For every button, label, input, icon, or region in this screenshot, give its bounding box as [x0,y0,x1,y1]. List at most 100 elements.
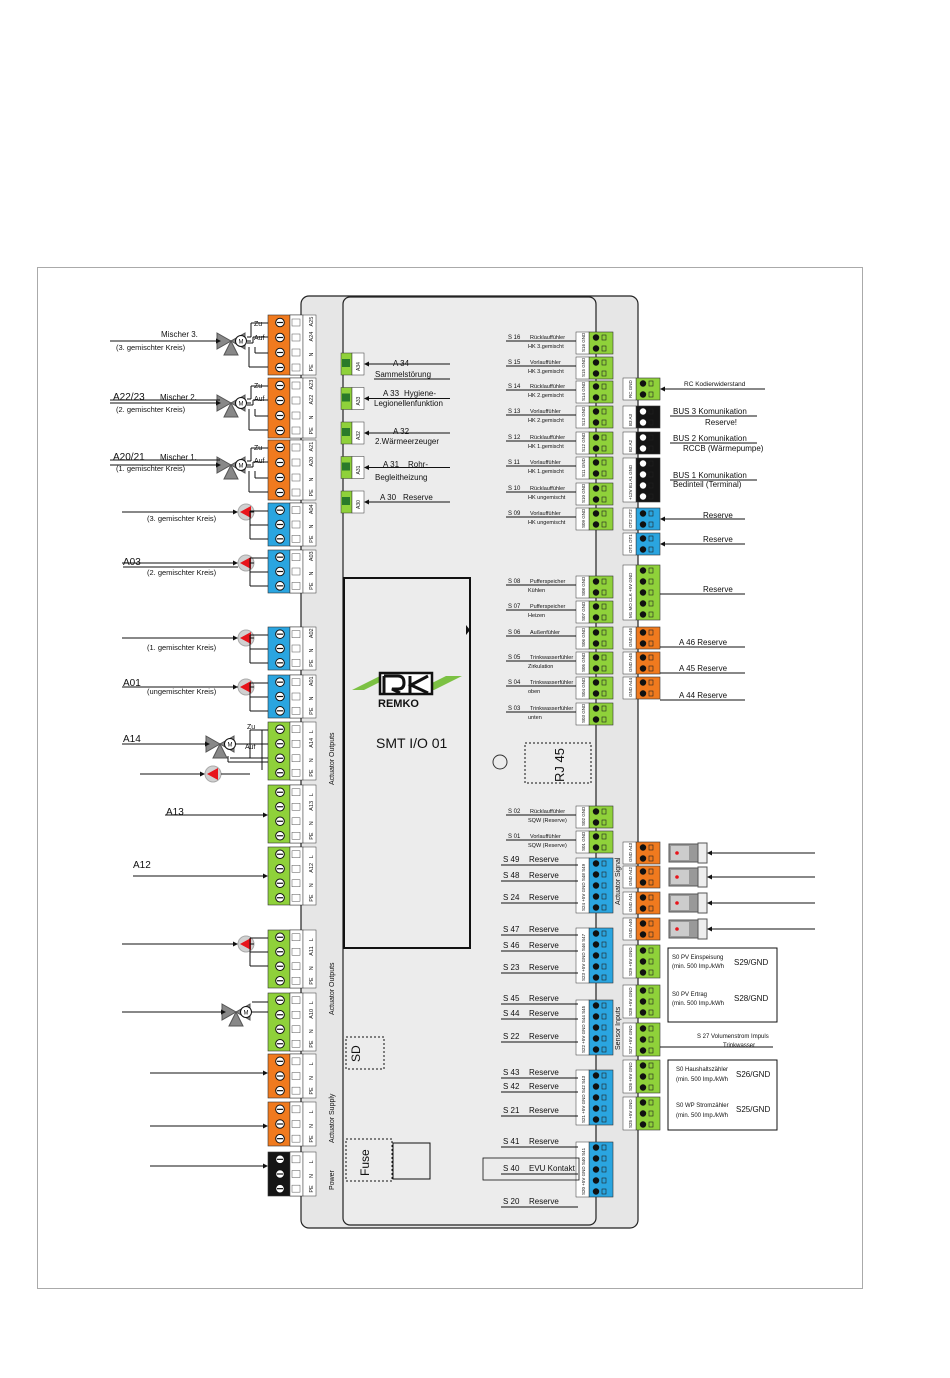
sensor-bot-block-3-pin [601,1083,607,1090]
mischer1-sub: (1. gemischter Kreis) [116,464,186,473]
sensor-bot-block-3-pin [601,1072,607,1079]
s29-label: S29/GND [734,958,768,967]
block-a02-pin [291,630,301,638]
sensor-top-7-term: S09 GND [581,508,586,528]
arrow-a14b-head [200,771,205,777]
s0pv1-label: S0 PV Einspeisung [672,955,723,961]
a33-text2: Legionellenfunktion [374,399,443,408]
imp-block-3-pin [648,1062,654,1069]
sensor-bot-block-3-pin [601,1094,607,1101]
sensor-top-2-pin [601,383,607,390]
sensor-bot-code-9: S 43 [503,1068,520,1077]
a33-text: Hygiene- [404,389,436,398]
block-supply-2-pin [291,1134,301,1143]
block-a01-term: A01 [309,676,315,686]
block-power-term: L [309,1160,315,1163]
block-a20-21-term: A21 [309,442,315,452]
sensor-mid-6-strip [575,805,590,829]
sensor-top-7-pin [601,510,607,517]
mbus-block-pin [648,578,654,585]
sensor-top-0-term: S16 GND [581,332,586,352]
imp-block-4-screw [639,1121,647,1128]
valve-mischer1-motor [235,459,247,471]
m2-zu: Zu [254,383,262,390]
block-a04-pin [291,535,301,543]
sensor-mid-3-l2: Zirkulation [528,664,553,670]
block-a14-pin [291,769,301,777]
block-a02-strip2 [302,626,317,671]
sensor-mid-0-strip [575,575,590,599]
sensor-mid-5-screw [592,716,600,723]
sensor-bot-code-2: S 24 [503,893,520,902]
sig-block-3-strip [622,917,637,941]
bus3-block-body [635,405,661,429]
s0pv1-sub: (min. 500 Imp./kWh [672,964,724,970]
sensor-bot-block-2-strip [575,999,590,1056]
sensor-top-0-strip [575,331,590,355]
block-a22-23-pin [291,396,301,405]
s27-label: S 27 Volumenstrom Impuls [697,1034,769,1040]
imp-block-0-body [635,944,661,979]
block-a24-25-strip2 [302,314,317,376]
sensor-bot-text-1: Reserve [529,871,559,880]
sensor-bot-text-8: Reserve [529,1032,559,1041]
sensor-mid-4-body [588,676,614,700]
sensor-mid-5-l1: Trinkwasserfühler [530,706,573,712]
block-a22-23-pin [291,381,301,390]
block-a04-pin [291,506,301,514]
sensor-mid-2-strip [575,626,590,650]
ot1-block-pin [648,535,654,542]
a2223-code: A22/23 [113,392,145,403]
bus1-block-pin [648,471,654,478]
a45-block-screw [639,665,647,672]
sensor-top-6-pin [601,485,607,492]
sensor-bot-text-5: Reserve [529,963,559,972]
sensor-bot-block-1-screw [592,930,600,937]
a46-block-screw [639,629,647,636]
sensor-mid-7-term: S01 GND [581,831,586,851]
imp-block-4-pin [648,1121,654,1128]
sensor-top-4-screw [592,434,600,441]
imp-block-0-screw [639,969,647,976]
sig-sensor-face-3 [671,922,689,936]
imp-block-0-term: S29 +5V GND [628,947,633,976]
sensor-mid-3-pin [601,665,607,672]
sensor-bot-block-2-pin [601,1046,607,1053]
board-model: SMT I/O 01 [376,735,448,751]
sensor-mid-1-pin [601,614,607,621]
sensor-bot-block-2-screw [592,1002,600,1009]
mischer1-label: Mischer 1. [160,453,197,462]
block-a12-pin [291,865,301,873]
block-a24-25-pin [291,363,301,372]
s0wp-label: S0 WP Stromzähler [676,1103,729,1109]
sensor-mid-6-pin [601,808,607,815]
imp-block-3-pin [648,1084,654,1091]
a02-sub: (1. gemischter Kreis) [147,643,217,652]
sensor-bot-block-3-body [588,1069,614,1126]
a46-label: A 46 Reserve [679,638,728,647]
sd-label: SD [349,1045,363,1062]
sensor-top-7-screw [592,521,600,528]
block-a12-strip2 [302,846,317,906]
sig-block-3-term: GND A40 [628,918,633,938]
mbus-block-pin [648,567,654,574]
imp-block-0-pin [648,958,654,965]
sensor-bot-block-2-term: S22 +5V GND S44 S45 [581,1005,586,1053]
imp-block-0-screw [639,947,647,954]
cpu-module [343,577,471,949]
arrow-mischer3-head [216,338,221,344]
arrow-a02-head [233,635,238,641]
block-a13-term: PE [309,832,315,840]
block-a03-strip2 [302,549,317,594]
sensor-bot-code-7: S 44 [503,1009,520,1018]
block-supply-2-pin [291,1105,301,1114]
imp-block-1-screw [639,998,647,1005]
sensor-bot-block-4-pin [601,1188,607,1195]
mischer2-label: Mischer 2. [160,393,197,402]
fuse-label: Fuse [358,1149,372,1176]
sensor-mid-5-code: S 03 [508,706,521,712]
arrow-a12-head [263,873,268,879]
imp-block-1-strip [622,984,637,1019]
valve-a14-motor [224,738,236,750]
a46-block-pin [648,629,654,636]
